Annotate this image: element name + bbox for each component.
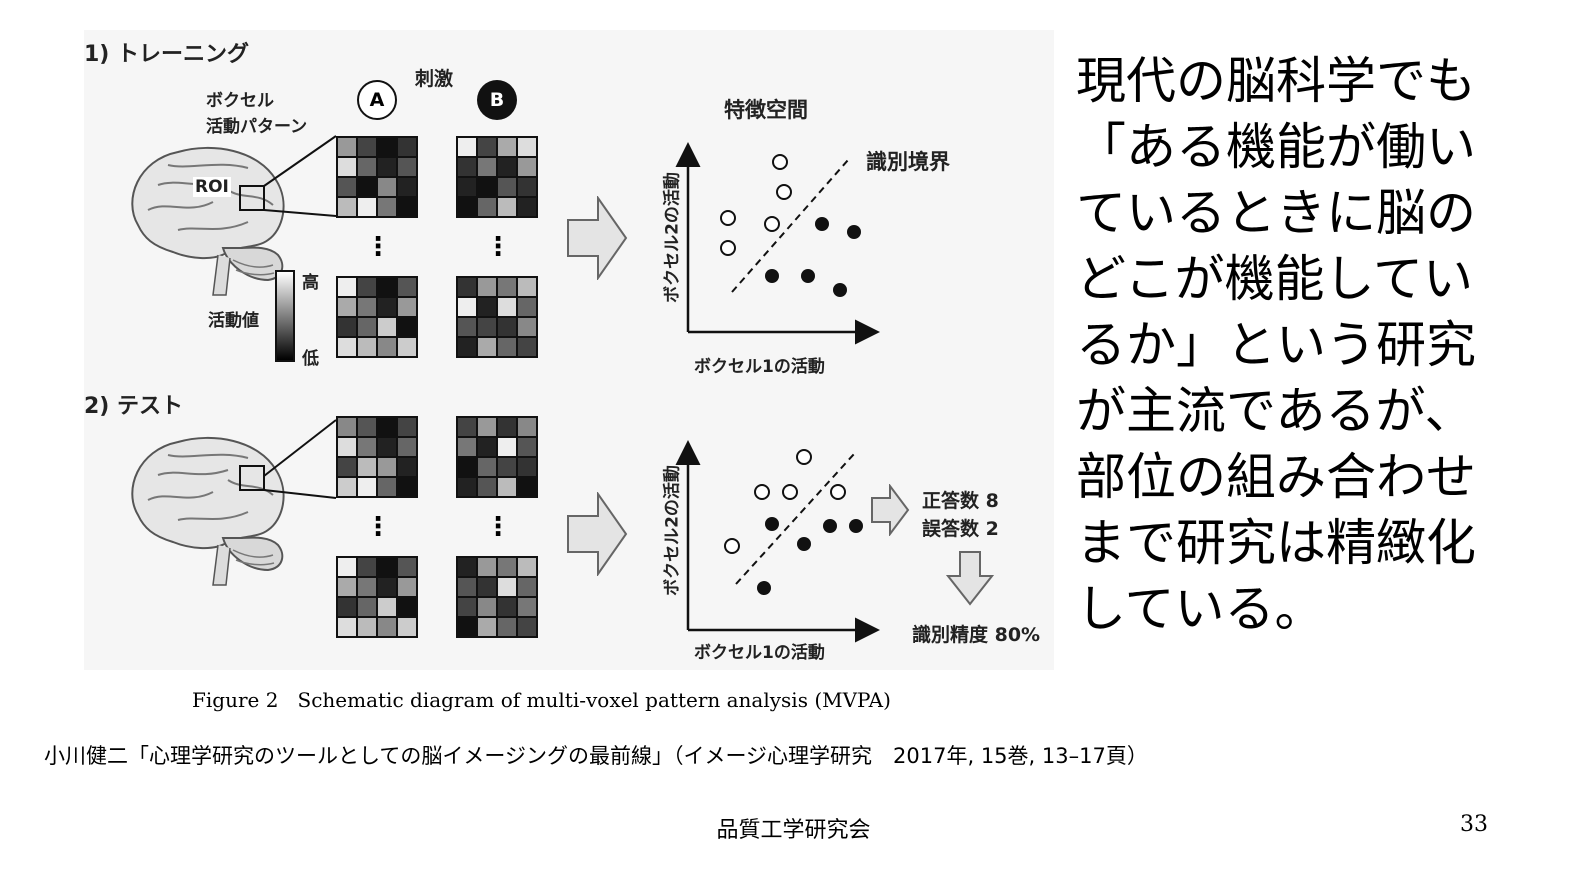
training-grid-a-top <box>336 136 418 218</box>
point-class-a <box>776 184 792 200</box>
point-class-b <box>823 519 837 533</box>
point-class-a <box>782 484 798 500</box>
arrow-right-icon-test <box>567 492 628 576</box>
side-text-block: 現代の脳科学でも 「ある機能が働い ているときに脳の どこが機能してい るか」と… <box>1076 48 1476 642</box>
test-ellipsis-a: ⋮ <box>365 512 391 542</box>
stimulus-b-label: B <box>489 89 505 111</box>
point-class-b <box>801 269 815 283</box>
roi-label: ROI <box>193 177 231 197</box>
activity-value-label: 活動値 <box>208 311 259 331</box>
training-ellipsis-b: ⋮ <box>485 232 511 262</box>
point-class-b <box>757 581 771 595</box>
point-class-b <box>765 269 779 283</box>
training-grid-b-bottom <box>456 276 538 358</box>
test-grid-a-bottom <box>336 556 418 638</box>
boundary-label: 識別境界 <box>866 150 950 174</box>
stimulus-a-label: A <box>369 89 385 111</box>
training-grid-b-top <box>456 136 538 218</box>
side-text-line: まで研究は精緻化 <box>1076 514 1476 572</box>
voxel-pattern-label-line1: ボクセル <box>206 91 274 111</box>
side-text-line: 部位の組み合わせ <box>1076 448 1476 506</box>
footer-organization: 品質工学研究会 <box>716 818 871 843</box>
scatter-plot-test <box>675 440 880 643</box>
decision-boundary <box>731 159 849 293</box>
y-axis-label-test: ボクセル2の活動 <box>662 465 683 596</box>
point-class-b <box>847 225 861 239</box>
point-class-b <box>797 537 811 551</box>
citation: 小川健二「心理学研究のツールとしての脳イメージングの最前線」（イメージ心理学研究… <box>44 744 1148 768</box>
arrow-right-icon-result <box>871 484 910 536</box>
point-class-a <box>830 484 846 500</box>
point-class-a <box>720 210 736 226</box>
point-class-b <box>765 517 779 531</box>
arrow-right-icon-training <box>567 196 628 280</box>
point-class-b <box>833 283 847 297</box>
side-text-line: が主流であるが、 <box>1076 382 1475 440</box>
y-axis-label-training: ボクセル2の活動 <box>662 172 683 303</box>
stimulus-a-badge: A <box>357 80 397 120</box>
side-text-line: 現代の脳科学でも <box>1076 52 1476 110</box>
training-grid-a-bottom <box>336 276 418 358</box>
test-grid-a-top <box>336 416 418 498</box>
accuracy-label: 識別精度 80% <box>912 624 1041 646</box>
point-class-b <box>849 519 863 533</box>
point-class-b <box>815 217 829 231</box>
scatter-plot-training <box>675 142 880 345</box>
test-grid-b-top <box>456 416 538 498</box>
scale-high-label: 高 <box>302 273 319 293</box>
point-class-a <box>720 240 736 256</box>
training-section-label: 1) トレーニング <box>84 42 250 67</box>
correct-count-label: 正答数 8 <box>922 490 999 512</box>
brain-icon-test <box>131 436 285 586</box>
point-class-a <box>764 216 780 232</box>
training-ellipsis-a: ⋮ <box>365 232 391 262</box>
scale-low-label: 低 <box>302 349 319 369</box>
arrow-down-icon-result <box>946 551 994 606</box>
point-class-a <box>754 484 770 500</box>
voxel-pattern-label-line2: 活動パターン <box>206 117 308 137</box>
side-text-line: している。 <box>1076 580 1325 638</box>
point-class-a <box>772 154 788 170</box>
stimulus-label: 刺激 <box>415 68 454 90</box>
figure-caption: Figure 2 Schematic diagram of multi-voxe… <box>192 688 891 712</box>
test-section-label: 2) テスト <box>84 394 184 419</box>
x-axis-label-test: ボクセル1の活動 <box>694 643 825 663</box>
side-text-line: るか」という研究 <box>1076 316 1476 374</box>
wrong-count-label: 誤答数 2 <box>922 518 999 540</box>
side-text-line: 「ある機能が働い <box>1076 118 1476 176</box>
side-text-line: ているときに脳の <box>1076 184 1476 242</box>
roi-zoom-lines-test <box>263 419 337 499</box>
point-class-a <box>796 449 812 465</box>
point-class-a <box>724 538 740 554</box>
test-grid-b-bottom <box>456 556 538 638</box>
roi-zoom-lines-training <box>263 135 337 217</box>
page-number: 33 <box>1460 812 1488 837</box>
decision-boundary <box>735 453 855 585</box>
activity-colorbar <box>275 270 295 362</box>
test-ellipsis-b: ⋮ <box>485 512 511 542</box>
stimulus-b-badge: B <box>477 80 517 120</box>
side-text-line: どこが機能してい <box>1076 250 1473 308</box>
x-axis-label-training: ボクセル1の活動 <box>694 357 825 377</box>
brain-icon-training <box>131 146 285 296</box>
feature-space-label: 特徴空間 <box>724 98 808 122</box>
